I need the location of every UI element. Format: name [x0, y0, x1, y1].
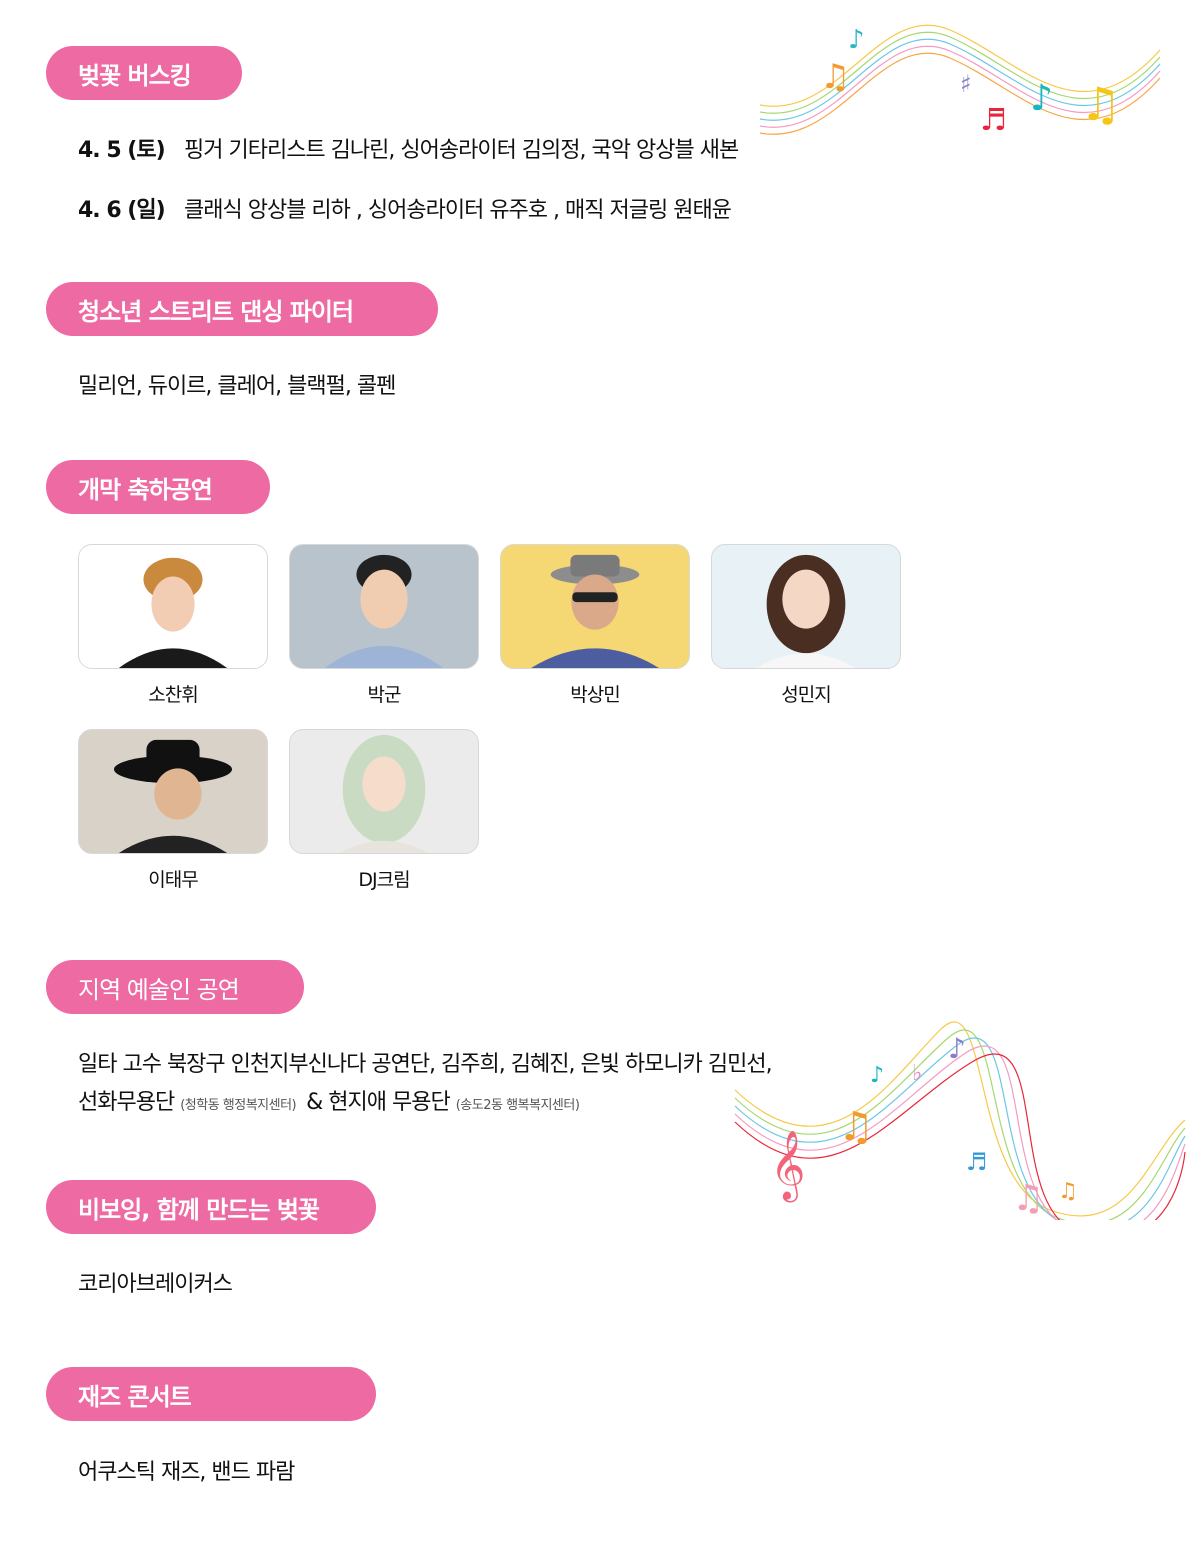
- performer-name-6: DJ크림: [358, 869, 410, 891]
- dance-teams: 밀리언, 듀이르, 클레어, 블랙펄, 콜펜: [78, 374, 396, 399]
- local-artist-a: 선화무용단: [78, 1090, 175, 1115]
- section-title-opening: 개막 축하공연: [46, 460, 270, 514]
- music-notes-icon: ♫ ♪ ♯ ♬ ♪ ♫: [760, 24, 1161, 138]
- svg-text:♫: ♫: [1058, 1179, 1078, 1204]
- portrait-image: [113, 739, 233, 853]
- portrait-image: [339, 734, 429, 853]
- local-artist-b-note: (송도2동 행복복지센터): [455, 1098, 580, 1113]
- busking-day1-date: 4. 5 (토): [78, 138, 166, 163]
- svg-text:♫: ♫: [1080, 77, 1121, 131]
- music-notes-icon: 𝄞 ♫ ♪ ♭ ♪ ♬ ♫ ♫: [734, 1021, 1186, 1220]
- performer-photo-2: [289, 544, 479, 669]
- local-artists-line2: 선화무용단 (청학동 행정복지센터) & 현지애 무용단 (송도2동 행복복지센터): [78, 1084, 589, 1116]
- jazz-bands: 어쿠스틱 재즈, 밴드 파람: [78, 1460, 295, 1485]
- svg-text:♫: ♫: [838, 1104, 874, 1150]
- bboying-team: 코리아브레이커스: [78, 1272, 233, 1297]
- section-title-busking: 벚꽃 버스킹: [46, 46, 242, 100]
- svg-text:♬: ♬: [980, 103, 1007, 138]
- local-artists-line1: 일타 고수 북장구 인천지부신나다 공연단, 김주희, 김혜진, 은빛 하모니카…: [78, 1052, 773, 1077]
- svg-text:♪: ♪: [870, 1063, 884, 1088]
- svg-text:♫: ♫: [1012, 1178, 1044, 1219]
- section-title-bboying: 비보잉, 함께 만드는 벚꽃: [46, 1180, 376, 1234]
- busking-day2-date: 4. 6 (일): [78, 198, 166, 223]
- svg-text:♪: ♪: [1030, 78, 1053, 119]
- performer-name-4: 성민지: [781, 684, 831, 706]
- portrait-image: [531, 554, 659, 668]
- svg-text:♪: ♪: [948, 1032, 966, 1065]
- portrait-image: [118, 557, 228, 668]
- portrait-image: [324, 554, 444, 668]
- performer-photo-3: [500, 544, 690, 669]
- busking-day1: 4. 5 (토) 핑거 기타리스트 김나린, 싱어송라이터 김의정, 국악 앙상블…: [78, 132, 739, 164]
- section-title-jazz: 재즈 콘서트: [46, 1367, 376, 1421]
- performer-name-3: 박상민: [570, 684, 620, 706]
- performer-photo-1: [78, 544, 268, 669]
- svg-text:♪: ♪: [848, 25, 865, 55]
- performer-name-1: 소찬휘: [148, 684, 198, 706]
- performer-name-2: 박군: [367, 684, 402, 706]
- svg-text:♫: ♫: [820, 57, 850, 97]
- performer-name-5: 이태무: [148, 869, 198, 891]
- portrait-image: [756, 554, 856, 668]
- svg-text:♭: ♭: [912, 1061, 922, 1086]
- busking-day1-text: 핑거 기타리스트 김나린, 싱어송라이터 김의정, 국악 앙상블 새본: [184, 138, 739, 163]
- local-artist-a-note: (청학동 행정복지센터): [180, 1098, 297, 1113]
- section-title-dance: 청소년 스트리트 댄싱 파이터: [46, 282, 438, 336]
- local-artist-b: & 현지애 무용단: [306, 1090, 451, 1115]
- section-title-local-artists: 지역 예술인 공연: [46, 960, 304, 1014]
- busking-day2: 4. 6 (일) 클래식 앙상블 리하 , 싱어송라이터 유주호 , 매직 저글링…: [78, 192, 732, 224]
- busking-day2-text: 클래식 앙상블 리하 , 싱어송라이터 유주호 , 매직 저글링 원태윤: [184, 198, 732, 223]
- performer-photo-4: [711, 544, 901, 669]
- performer-photo-5: [78, 729, 268, 854]
- svg-text:𝄞: 𝄞: [770, 1130, 805, 1202]
- svg-text:♬: ♬: [966, 1148, 988, 1176]
- performer-photo-6: [289, 729, 479, 854]
- svg-text:♯: ♯: [960, 70, 972, 98]
